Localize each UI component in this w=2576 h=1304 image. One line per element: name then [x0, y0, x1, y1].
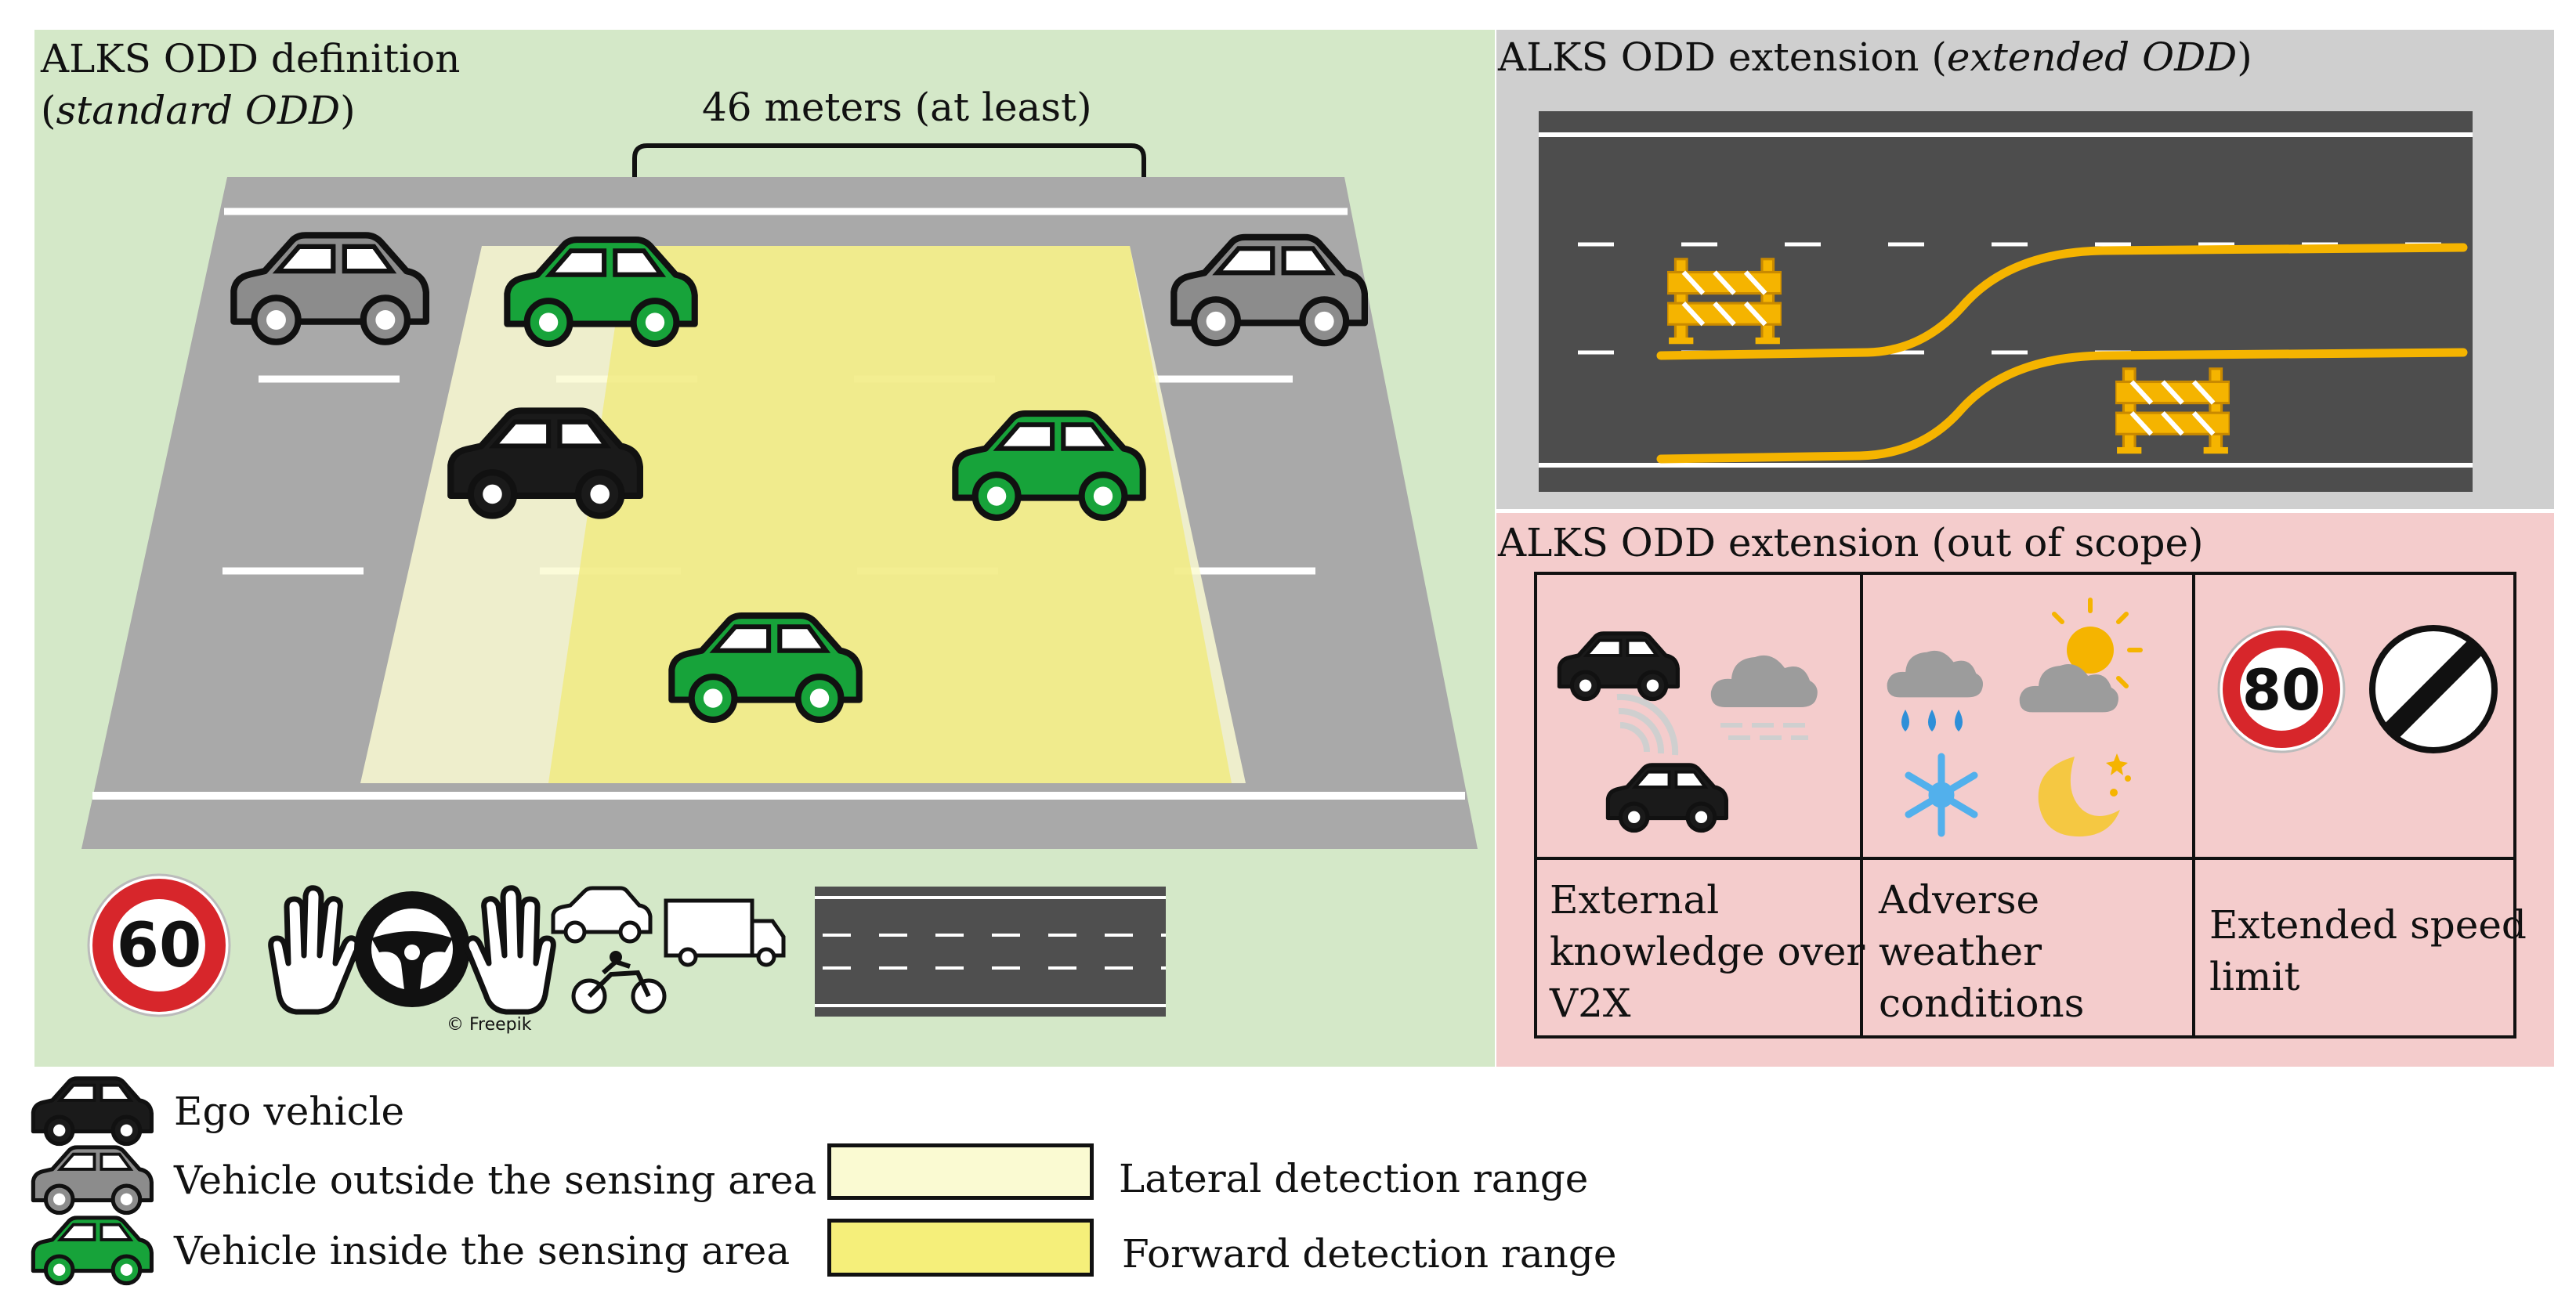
temporary-lane-marking-lower: [1656, 348, 2468, 464]
wireless-signal-icon: [1616, 693, 1679, 756]
sign-60-text: 60: [117, 911, 202, 981]
hands-off-steering-icon: [268, 885, 556, 1015]
out-of-scope-title: ALKS ODD extension (out of scope): [1498, 520, 2204, 565]
oos-label-v2x-line3: V2X: [1550, 981, 1631, 1026]
highway-icon: [815, 887, 1166, 1017]
legend-inside-vehicle-label: Vehicle inside the sensing area: [174, 1228, 791, 1273]
speed-limit-80-sign: 80: [2217, 625, 2346, 753]
oos-label-speed-line1: Extended speed: [2209, 902, 2527, 948]
legend-inside-vehicle-icon: [28, 1216, 154, 1286]
roadworks-lane-shift-scene: [1539, 111, 2473, 492]
v2x-cloud-signal-lines: [1720, 723, 1808, 740]
speed-limit-60-sign: 60: [87, 873, 231, 1017]
snowflake-icon: [1905, 753, 1978, 837]
sign-60-ring: [92, 879, 226, 1012]
oos-label-weather-line1: Adverse: [1879, 877, 2040, 923]
end-of-speed-limit-sign: [2369, 625, 2498, 753]
highway-icon-asphalt: [815, 887, 1166, 1017]
legend-lateral-label: Lateral detection range: [1119, 1156, 1589, 1201]
left-hand-icon: [268, 885, 361, 1015]
extended-odd-title: ALKS ODD extension (extended ODD): [1498, 31, 2252, 83]
freepik-credit: © Freepik: [447, 1015, 532, 1035]
legend-lateral-swatch: [827, 1143, 1094, 1200]
v2x-icon-group: [1559, 634, 1818, 831]
distance-label: 46 meters (at least): [702, 85, 1092, 130]
oos-label-v2x-line1: External: [1550, 877, 1720, 923]
sign-80-text: 80: [2242, 657, 2321, 723]
legend-forward-label: Forward detection range: [1122, 1231, 1617, 1277]
oos-label-v2x-line2: knowledge over: [1550, 929, 1865, 974]
legend-ego-vehicle-label: Ego vehicle: [174, 1089, 405, 1134]
extended-odd-title-italic: extended ODD: [1946, 34, 2238, 80]
standard-odd-title-line2: (standard ODD): [41, 88, 356, 133]
v2x-car-bottom-icon: [1608, 765, 1726, 831]
oos-table-border: [1534, 572, 2516, 1039]
standard-odd-title-italic: standard ODD: [56, 88, 341, 133]
standard-odd-title: ALKS ODD definition (standard ODD): [41, 33, 460, 136]
weather-icon-group: [1887, 598, 2143, 837]
right-hand-icon: [463, 885, 556, 1015]
standard-odd-title-line1: ALKS ODD definition: [41, 36, 461, 81]
raindrops-icon: [1901, 710, 1963, 731]
oos-label-v2x: External knowledge over V2X: [1550, 874, 1865, 1029]
v2x-car-top-icon: [1559, 634, 1677, 699]
oos-label-weather: Adverse weather conditions: [1879, 874, 2084, 1029]
truck-icon: [664, 898, 754, 958]
moon-icon: [2038, 753, 2131, 837]
sun-icon: [2052, 598, 2143, 688]
out-of-scope-table: 80: [1534, 572, 2516, 1039]
v2x-cloud-icon: [1710, 655, 1818, 707]
legend-outside-vehicle-label: Vehicle outside the sensing area: [174, 1158, 817, 1203]
temporary-lane-marking-upper: [1656, 243, 2468, 360]
rain-cloud-icon: [1887, 650, 1984, 698]
sun-cloud-icon: [2019, 664, 2118, 713]
extended-odd-title-suffix: ): [2237, 34, 2252, 80]
oos-label-weather-line2: weather: [1879, 929, 2042, 974]
oos-label-weather-line3: conditions: [1879, 981, 2085, 1026]
legend-outside-vehicle-icon: [28, 1145, 154, 1216]
distance-bracket: [632, 143, 1146, 199]
legend-forward-swatch: [827, 1219, 1094, 1277]
oos-label-speed: Extended speed limit: [2209, 899, 2527, 1002]
extended-odd-title-prefix: ALKS ODD extension (: [1498, 34, 1947, 80]
oos-label-speed-line2: limit: [2209, 954, 2300, 999]
legend-ego-vehicle-icon: [28, 1076, 154, 1147]
road-users-icon: [551, 886, 786, 1014]
roadworks-asphalt: [1539, 111, 2473, 492]
